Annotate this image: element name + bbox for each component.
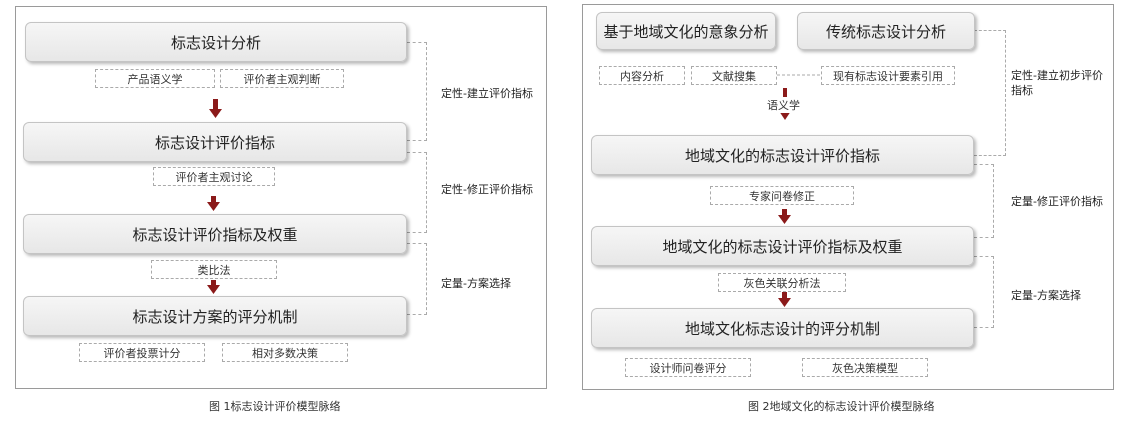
fig1-arrow-2-shaft (211, 196, 216, 202)
fig1-bracket-2 (407, 152, 427, 233)
fig2-method-expert-survey: 专家问卷修正 (710, 186, 854, 205)
fig2-note-2: 定量-修正评价指标 (1011, 195, 1103, 208)
fig1-method-subjective-discussion: 评价者主观讨论 (153, 167, 275, 186)
fig1-method-semantics: 产品语义学 (95, 69, 215, 88)
fig1-method-analogy: 类比法 (151, 260, 277, 279)
fig2-arrow-label: 语义学 (767, 97, 800, 113)
fig1-box-indicators: 标志设计评价指标 (23, 122, 407, 162)
fig2-note-1: 定性-建立初步评价指标 (1011, 69, 1103, 97)
fig2-method-grey-relational: 灰色关联分析法 (718, 273, 846, 292)
fig2-bracket-3 (974, 256, 994, 328)
fig2-bracket-1 (974, 30, 1006, 156)
fig1-arrow-3-head (207, 285, 220, 294)
fig2-bracket-2 (974, 164, 994, 238)
fig2-arrow-3-head (778, 298, 791, 307)
fig2-arrow-1-shaft (783, 88, 787, 98)
fig1-arrow-2-head (207, 202, 220, 211)
fig2-box-traditional-analysis: 传统标志设计分析 (797, 12, 975, 50)
fig2-method-existing-elements: 现有标志设计要素引用 (821, 66, 955, 85)
fig2-note-3: 定量-方案选择 (1011, 289, 1081, 302)
fig2-arrow-2-shaft (782, 209, 787, 215)
fig1-method-subjective-judgement: 评价者主观判断 (220, 69, 344, 88)
fig1-note-2: 定性-修正评价指标 (441, 183, 533, 196)
fig1-caption: 图 1标志设计评价模型脉络 (209, 400, 341, 413)
fig2-box-scoring: 地域文化标志设计的评分机制 (591, 308, 974, 348)
fig2-arrow-1-head (779, 111, 791, 120)
fig1-box-scoring: 标志设计方案的评分机制 (23, 296, 407, 336)
fig2-method-content-analysis: 内容分析 (599, 66, 685, 85)
fig1-note-3: 定量-方案选择 (441, 277, 511, 290)
fig2-arrow-3-shaft (782, 292, 787, 298)
fig1-method-voting: 评价者投票计分 (79, 343, 205, 362)
fig2-box-image-analysis: 基于地域文化的意象分析 (596, 12, 776, 50)
fig2-caption: 图 2地域文化的标志设计评价模型脉络 (748, 400, 935, 413)
fig1-note-1: 定性-建立评价指标 (441, 87, 533, 100)
fig2-method-designer-survey: 设计师问卷评分 (625, 358, 751, 377)
fig1-bracket-1 (407, 42, 427, 141)
fig1-box-weights: 标志设计评价指标及权重 (23, 214, 407, 254)
fig1-method-majority: 相对多数决策 (222, 343, 348, 362)
fig1-arrow-1-head (209, 109, 222, 118)
fig1-bracket-3 (407, 243, 427, 315)
fig2-method-literature: 文献搜集 (691, 66, 777, 85)
fig1-arrow-1-shaft (213, 99, 218, 109)
fig1-arrow-3-shaft (211, 280, 216, 285)
fig2-arrow-2-head (778, 215, 791, 224)
fig1-box-analysis: 标志设计分析 (25, 22, 407, 62)
fig2-box-weights: 地域文化的标志设计评价指标及权重 (591, 226, 974, 266)
fig2-box-indicators: 地域文化的标志设计评价指标 (591, 135, 974, 175)
fig2-method-grey-decision: 灰色决策模型 (802, 358, 928, 377)
